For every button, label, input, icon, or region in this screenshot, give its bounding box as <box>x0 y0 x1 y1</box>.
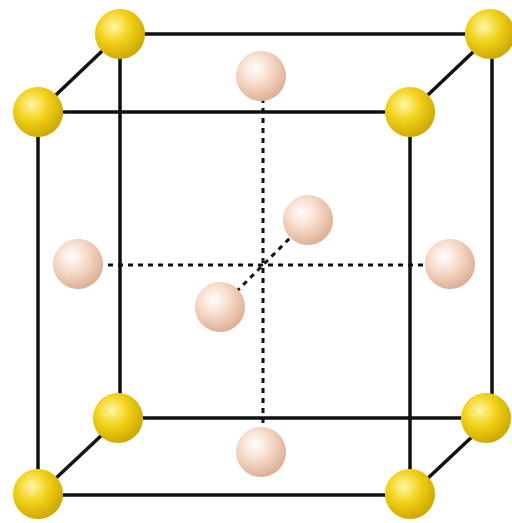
corner-atom-back-bottom-right <box>461 393 511 443</box>
internal-axes <box>78 78 450 452</box>
face-atom-front <box>195 282 245 332</box>
face-atom-back <box>283 195 333 245</box>
face-center-atoms <box>53 51 475 477</box>
face-atom-top <box>236 51 286 101</box>
front-face-edges <box>36 110 412 497</box>
corner-atom-front-top-right <box>385 87 435 137</box>
corner-atom-back-top-right <box>465 9 512 59</box>
back-face-edges <box>118 32 494 420</box>
corner-atom-front-top-left <box>13 87 63 137</box>
corner-atom-front-bottom-right <box>385 469 435 519</box>
face-atom-right <box>425 239 475 289</box>
corner-atom-front-bottom-left <box>13 469 63 519</box>
corner-atom-back-bottom-left <box>93 393 143 443</box>
corner-atoms <box>13 9 512 519</box>
face-atom-bottom <box>236 427 286 477</box>
corner-atom-back-top-left <box>95 9 145 59</box>
face-atom-left <box>53 239 103 289</box>
